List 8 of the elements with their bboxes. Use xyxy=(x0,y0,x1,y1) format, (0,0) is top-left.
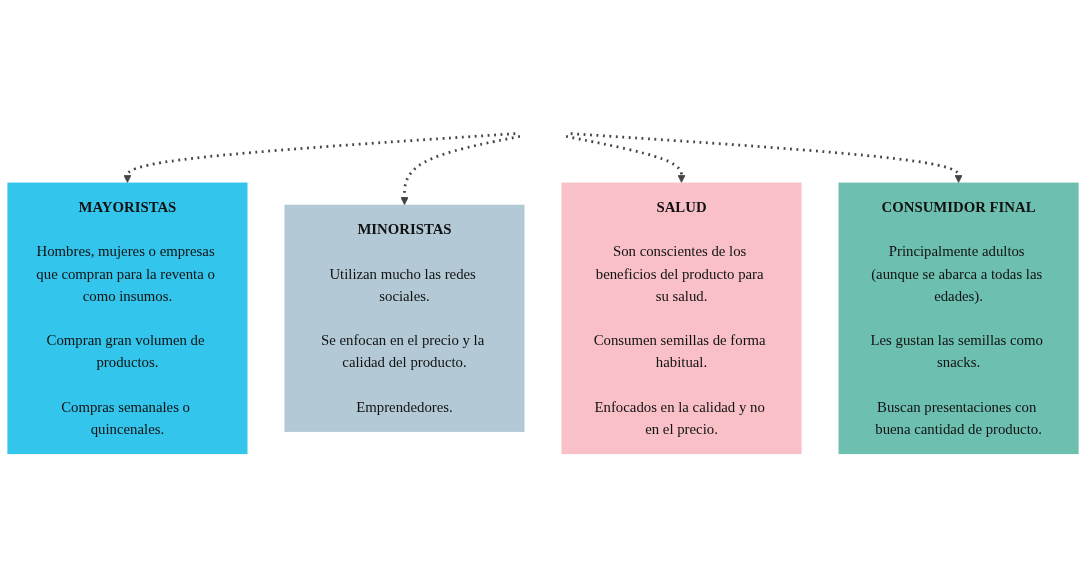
category-card: MAYORISTAS Hombres, mujeres o empresas que compran para la reventa o como insumos. Compran gran volumen de productos. Compras semanales o quincenales. xyxy=(7,182,248,455)
dotted-arrow xyxy=(400,135,521,206)
category-card: CONSUMIDOR FINAL Principalmente adultos (aunque se abarca a todas las edades). Les gustan las semillas como snacks. Buscan presentaciones con buena cantidad de producto. xyxy=(838,182,1079,455)
dotted-arrow xyxy=(565,135,686,183)
category-card: MINORISTAS Utilizan mucho las redes sociales. Se enfocan en el precio y la calidad del producto. Emprendedores. xyxy=(284,204,525,432)
dotted-arrow xyxy=(123,132,516,183)
category-card: SALUD Son conscientes de los beneficios del producto para su salud. Consumen semillas de forma habitual. Enfocados en la calidad y no en el precio. xyxy=(561,182,802,455)
dotted-arrow xyxy=(570,132,963,183)
